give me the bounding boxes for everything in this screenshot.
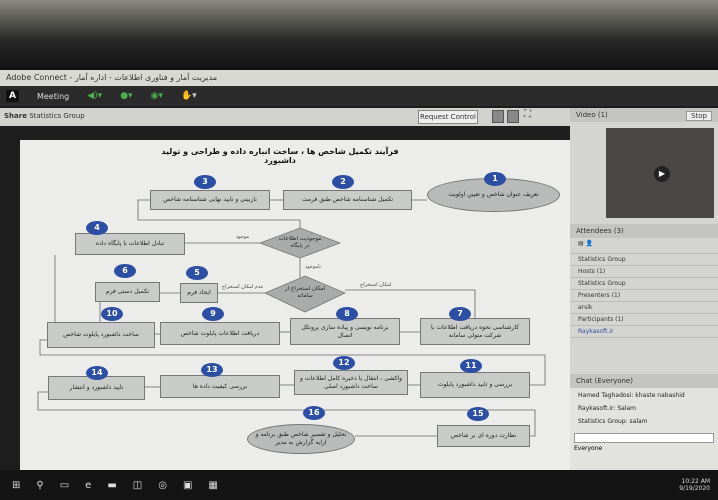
chat-recipient-tab[interactable]: Everyone [574,445,603,452]
decision-diamond [264,275,346,313]
process-step: دریافت اطلاعات پایلوت شاخص [160,322,280,345]
window-title: مدیریت آمار و فناوری اطلاعات - اداره آما… [6,73,218,82]
step-number-badge: 10 [101,307,123,321]
stop-video-button[interactable]: Stop [686,111,712,121]
process-step: نظارت دوره ای بر شاخص [437,425,530,447]
menu-bar: A Meeting ◀)▾ ●▾ ◉▾ ✋▾ [0,86,718,106]
decision-text: امکان استخراج از سامانه [284,286,326,299]
group-participants[interactable]: Participants (1) [570,314,718,326]
step-number-badge: 7 [449,307,471,321]
slide-title: فرآیند تکمیل شاخص ها ، ساخت انباره داده … [161,147,399,165]
speaker-icon[interactable]: ◀)▾ [87,91,103,101]
process-step: بازبینی و تایید نهایی شناسنامه شاخص [150,190,270,210]
app-icon[interactable]: ▣ [182,479,193,491]
process-step: تکمیل دستی فرم [95,282,160,302]
attendee-row[interactable]: Raykasoft.ir [570,326,718,338]
play-icon[interactable]: ▶ [654,166,670,182]
group-presenters[interactable]: Presenters (1) [570,290,718,302]
step-number-badge: 12 [333,356,355,370]
step-number-badge: 13 [201,363,223,377]
edge-icon[interactable]: e [85,479,92,491]
step-number-badge: 2 [332,175,354,189]
video-feed[interactable]: ▶ [606,128,714,218]
view-actual-icon[interactable] [507,110,519,123]
process-step: تبادل اطلاعات با پایگاه داده [75,233,185,255]
edge-label: عدم امکان استخراج [222,284,264,290]
start-icon[interactable]: ⊞ [12,479,21,491]
step-number-badge: 14 [86,366,108,380]
video-pod-header: Video (1) Stop [570,108,718,122]
process-step: ساخت داشبورد پایلوت شاخص [47,322,155,348]
window-title-bar: مدیریت آمار و فناوری اطلاعات - اداره آما… [0,70,718,86]
step-number-badge: 5 [186,266,208,280]
chat-header: Chat (Everyone) [570,374,718,388]
task-view-icon[interactable]: ▭ [59,479,70,491]
file-explorer-icon[interactable]: ▬ [107,479,117,491]
process-step: تحلیل و تفسیر شاخص طبق برنامه و ارایه گز… [247,424,355,454]
step-number-badge: 4 [86,221,108,235]
view-fit-icon[interactable] [492,110,504,123]
process-step: کارشناسی نحوه دریافت اطلاعات با شرکت متو… [420,318,530,345]
attendee-row[interactable]: Statistics Group [570,254,718,266]
step-number-badge: 16 [303,406,325,420]
attendees-pod: Attendees (3) ▤ 👤 Statistics Group Hosts… [570,224,718,338]
adobe-connect-icon[interactable]: ▦ [208,479,218,491]
step-number-badge: 15 [467,407,489,421]
edge-label: موجود [236,234,250,240]
microphone-icon[interactable]: ●▾ [120,91,133,101]
attendee-row[interactable]: arsik [570,302,718,314]
process-step: بررسی و تایید داشبورد پایلوت [420,372,530,398]
step-number-badge: 9 [202,307,224,321]
chrome-icon[interactable]: ◎ [158,479,167,491]
search-icon[interactable]: ⚲ [36,479,44,491]
request-control-button[interactable]: Request Control [418,110,478,124]
process-step: ایجاد فرم [180,283,218,303]
share-label: Share [4,112,27,120]
raise-hand-icon[interactable]: ✋▾ [180,91,197,101]
attendee-view-toggle[interactable]: ▤ 👤 [570,238,718,254]
adobe-logo: A [6,90,19,102]
process-step: برنامه نویسی و پیاده سازی پروتکل اتصال [290,318,400,345]
edge-label: امکان استخراج [360,282,392,288]
chat-input[interactable] [574,433,714,443]
edge-label: ناموجود [305,264,322,270]
share-source: Statistics Group [29,112,85,120]
chat-message: Raykasoft.ir: Salam [578,405,637,412]
store-icon[interactable]: ◫ [132,479,143,491]
attendees-header: Attendees (3) [570,224,718,238]
step-number-badge: 8 [336,307,358,321]
step-number-badge: 1 [484,172,506,186]
chat-message: Hamed Taghadosi: khaste nabashid [578,392,685,399]
webcam-icon[interactable]: ◉▾ [150,91,163,101]
attendee-row[interactable]: Statistics Group [570,278,718,290]
group-hosts[interactable]: Hosts (1) [570,266,718,278]
decision-diamond [258,227,342,259]
step-number-badge: 6 [114,264,136,278]
meeting-menu[interactable]: Meeting [36,91,70,101]
process-step: بررسی کیفیت داده ها [160,375,280,398]
chat-pod: Chat (Everyone) Hamed Taghadosi: khaste … [570,374,718,470]
step-number-badge: 3 [194,175,216,189]
fullscreen-icon[interactable]: ⛶ [524,109,531,120]
chat-message: Statistics Group: salam [578,418,648,425]
process-step: تکمیل شناسنامه شاخص طبق فرمت [283,190,412,210]
step-number-badge: 11 [460,359,482,373]
decision-text: موجودیت اطلاعات در پایگاه [278,236,322,249]
process-step: واکشی ، انتقال یا ذخیره کامل اطلاعات و س… [294,370,408,395]
monitor-bezel [0,0,718,70]
process-step: تایید داشبورد و انتشار [48,376,145,400]
